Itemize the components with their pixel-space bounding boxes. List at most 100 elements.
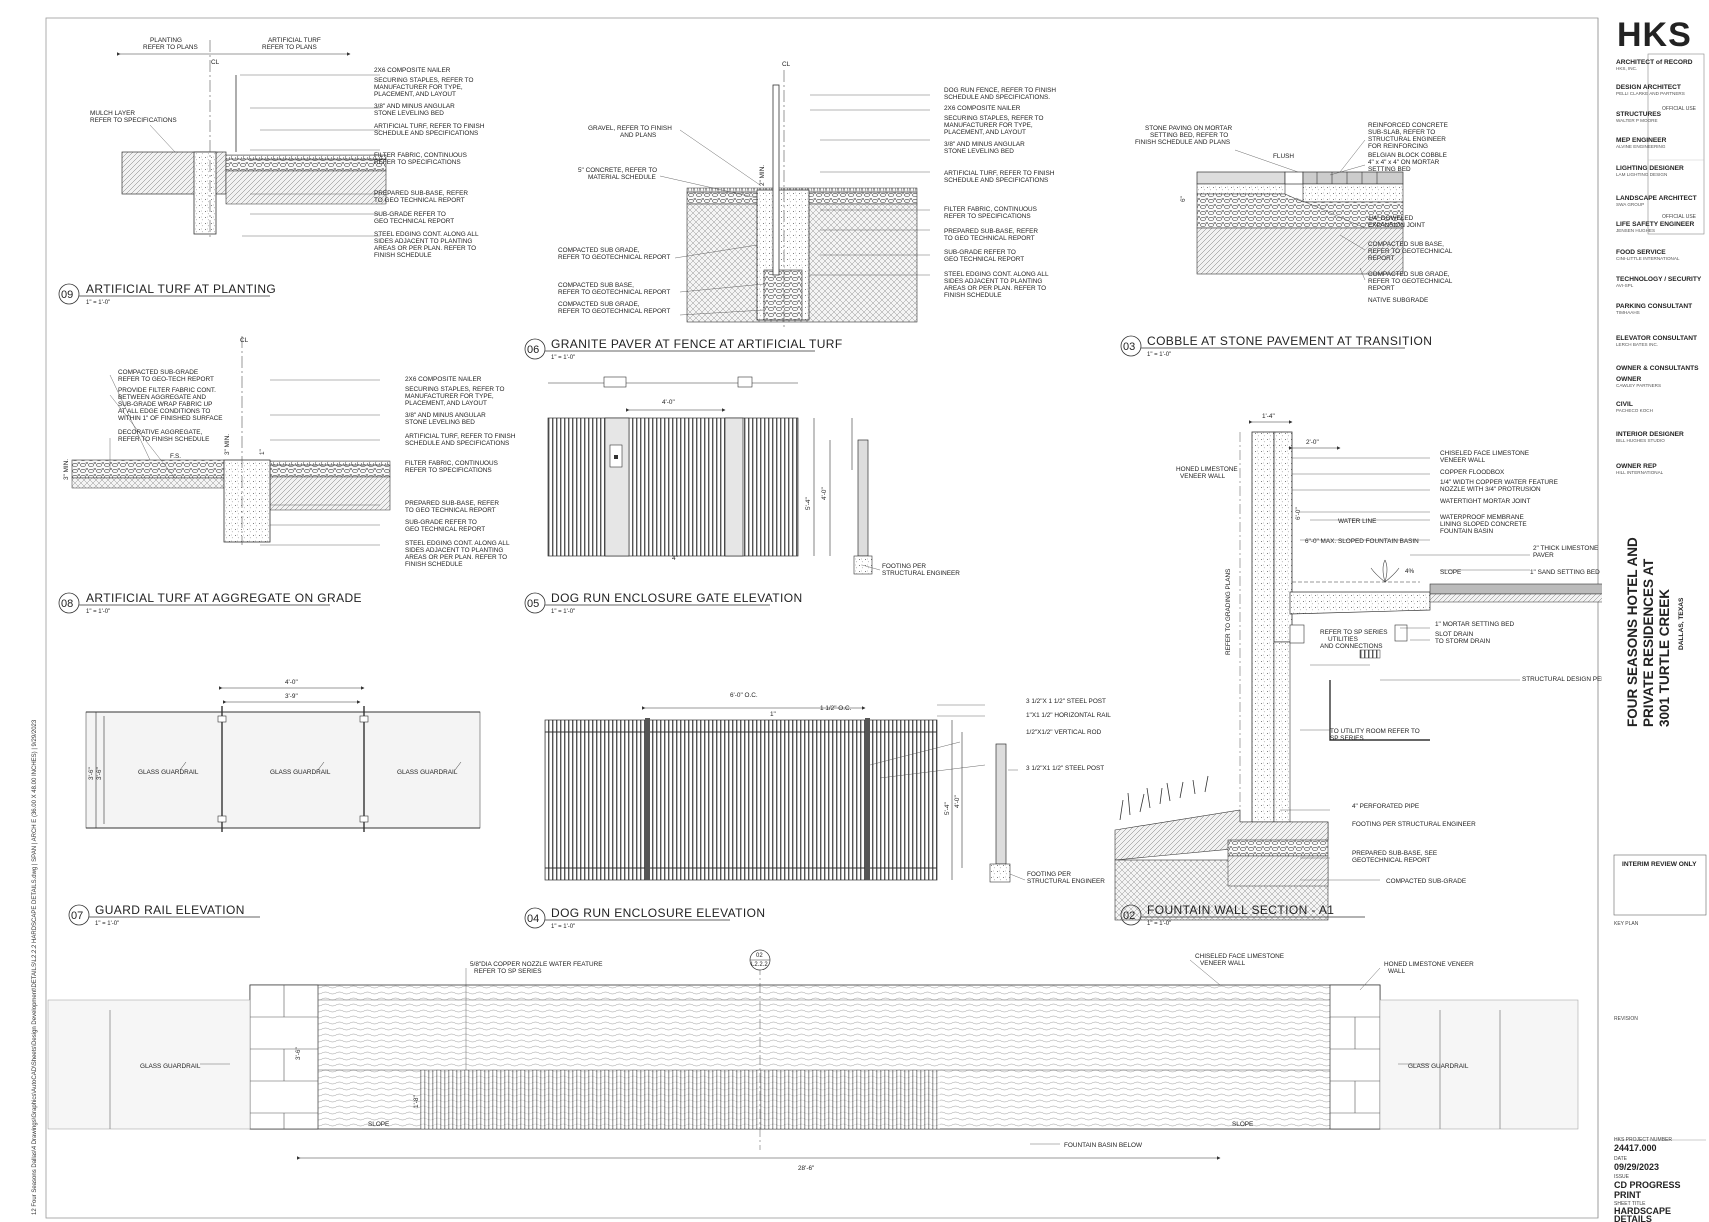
detail-08-title: 08 ARTIFICIAL TURF AT AGGREGATE ON GRADE… [58, 591, 362, 615]
svg-text:FOUR SEASONS HOTEL AND: FOUR SEASONS HOTEL AND [1625, 537, 1640, 727]
d08-right-notes: 2X6 COMPOSITE NAILER SECURING STAPLES, R… [405, 376, 516, 568]
svg-text:1 1/2" O.C.: 1 1/2" O.C. [820, 705, 852, 712]
svg-text:SWA GROUP: SWA GROUP [1616, 202, 1644, 207]
svg-text:02: 02 [1123, 910, 1135, 922]
svg-text:4'-0": 4'-0" [821, 487, 828, 500]
svg-text:ARTIFICIAL TURF, REFER TO FINI: ARTIFICIAL TURF, REFER TO FINISH [944, 170, 1055, 177]
svg-text:1" = 1'-0": 1" = 1'-0" [86, 300, 110, 306]
d08-left-notes: COMPACTED SUB-GRADE REFER TO GEO-TECH RE… [118, 369, 223, 443]
svg-text:REINFORCED CONCRETE: REINFORCED CONCRETE [1368, 122, 1448, 129]
svg-text:1" = 1'-0": 1" = 1'-0" [86, 609, 110, 615]
svg-text:28'-6": 28'-6" [798, 1165, 814, 1172]
svg-text:1" = 1'-0": 1" = 1'-0" [551, 355, 575, 361]
svg-text:PLACEMENT, AND LAYOUT: PLACEMENT, AND LAYOUT [944, 129, 1026, 136]
svg-text:PARKING CONSULTANT: PARKING CONSULTANT [1616, 303, 1692, 310]
svg-text:ALVINE ENGINEERING: ALVINE ENGINEERING [1616, 144, 1666, 149]
svg-text:4'-0": 4'-0" [954, 795, 961, 808]
svg-text:09: 09 [61, 289, 73, 301]
svg-text:STONE LEVELING BED: STONE LEVELING BED [944, 148, 1014, 155]
svg-text:1" MORTAR SETTING BED: 1" MORTAR SETTING BED [1435, 621, 1514, 628]
svg-text:PREPARED SUB-BASE, SEE: PREPARED SUB-BASE, SEE [1352, 850, 1437, 857]
svg-text:PLACEMENT, AND LAYOUT: PLACEMENT, AND LAYOUT [405, 400, 487, 407]
detail-01-drawing [47, 949, 1579, 1160]
svg-text:3/8" AND MINUS ANGULAR: 3/8" AND MINUS ANGULAR [374, 103, 455, 110]
svg-text:LINING SLOPED CONCRETE: LINING SLOPED CONCRETE [1440, 521, 1527, 528]
svg-text:03: 03 [1123, 341, 1135, 353]
svg-text:3/8" AND MINUS ANGULAR: 3/8" AND MINUS ANGULAR [405, 412, 486, 419]
svg-text:DOG RUN ENCLOSURE GATE ELEVATI: DOG RUN ENCLOSURE GATE ELEVATION [551, 591, 803, 605]
svg-text:FINISH SCHEDULE: FINISH SCHEDULE [944, 292, 1002, 299]
svg-text:6'-0" O.C.: 6'-0" O.C. [730, 692, 758, 699]
svg-text:1" = 1'-0": 1" = 1'-0" [1147, 921, 1171, 927]
svg-text:2'-0": 2'-0" [1306, 439, 1319, 446]
svg-text:1" = 1'-0": 1" = 1'-0" [551, 609, 575, 615]
svg-text:REPORT: REPORT [1368, 285, 1395, 292]
svg-text:STONE PAVING ON MORTAR: STONE PAVING ON MORTAR [1145, 125, 1232, 132]
svg-text:SUB-GRADE WRAP FABRIC UP: SUB-GRADE WRAP FABRIC UP [118, 401, 212, 408]
svg-text:SP SERIES: SP SERIES [1330, 735, 1364, 742]
svg-text:06: 06 [527, 344, 539, 356]
svg-text:ARTIFICIAL TURF, REFER TO FINI: ARTIFICIAL TURF, REFER TO FINISH [374, 123, 485, 130]
svg-text:AND PLANS: AND PLANS [620, 132, 656, 139]
svg-text:VENEER WALL: VENEER WALL [1200, 960, 1246, 967]
svg-text:07: 07 [71, 910, 83, 922]
svg-text:GLASS GUARDRAIL: GLASS GUARDRAIL [138, 769, 199, 776]
svg-text:MEP ENGINEER: MEP ENGINEER [1616, 137, 1667, 144]
svg-text:SCHEDULE AND SPECIFICATIONS: SCHEDULE AND SPECIFICATIONS [405, 440, 509, 447]
svg-text:5'-4": 5'-4" [944, 802, 951, 815]
d05-dims: 4'-0" 5'-4" 4'-0" 4" FOOTING PER STRUCTU… [662, 399, 960, 577]
svg-text:ARTIFICIAL TURF, REFER TO FINI: ARTIFICIAL TURF, REFER TO FINISH [405, 433, 516, 440]
svg-text:SCHEDULE AND SPECIFICATIONS.: SCHEDULE AND SPECIFICATIONS. [944, 94, 1050, 101]
svg-text:2X6 COMPOSITE NAILER: 2X6 COMPOSITE NAILER [944, 105, 1021, 112]
svg-text:NATIVE SUBGRADE: NATIVE SUBGRADE [1368, 297, 1428, 304]
svg-text:HKS PROJECT NUMBER: HKS PROJECT NUMBER [1614, 1137, 1672, 1143]
svg-text:FOOD SERVICE: FOOD SERVICE [1616, 249, 1666, 256]
svg-text:SETTING BED: SETTING BED [1368, 166, 1411, 173]
svg-text:REFER TO GEOTECHNICAL REPORT: REFER TO GEOTECHNICAL REPORT [558, 289, 670, 296]
svg-text:STEEL EDGING CONT. ALONG ALL: STEEL EDGING CONT. ALONG ALL [374, 231, 479, 238]
svg-text:AREAS OR PER PLAN. REFER TO: AREAS OR PER PLAN. REFER TO [374, 245, 476, 252]
svg-text:PRIVATE RESIDENCES AT: PRIVATE RESIDENCES AT [1641, 558, 1656, 727]
detail-03-drawing [1196, 139, 1404, 281]
svg-text:TECHNOLOGY / SECURITY: TECHNOLOGY / SECURITY [1616, 276, 1702, 283]
svg-text:LANDSCAPE ARCHITECT: LANDSCAPE ARCHITECT [1616, 195, 1697, 202]
svg-text:LIFE SAFETY ENGINEER: LIFE SAFETY ENGINEER [1616, 221, 1695, 228]
svg-text:DETAILS: DETAILS [1614, 1214, 1652, 1222]
d09-top-3: ARTIFICIAL TURF [268, 37, 321, 44]
d01-labels: 5/8"DIA COPPER NOZZLE WATER FEATURE REFE… [140, 953, 1474, 1172]
svg-text:SUB-SLAB, REFER TO: SUB-SLAB, REFER TO [1368, 129, 1435, 136]
svg-text:SECURING STAPLES, REFER TO: SECURING STAPLES, REFER TO [944, 115, 1043, 122]
svg-text:ARTIFICIAL TURF AT PLANTING: ARTIFICIAL TURF AT PLANTING [86, 282, 276, 296]
svg-text:HILL INTERNATIONAL: HILL INTERNATIONAL [1616, 470, 1664, 475]
svg-text:MANUFACTURER FOR TYPE,: MANUFACTURER FOR TYPE, [374, 84, 463, 91]
svg-text:TO GEO TECHNICAL REPORT: TO GEO TECHNICAL REPORT [374, 197, 465, 204]
svg-text:ARTIFICIAL TURF AT AGGREGATE O: ARTIFICIAL TURF AT AGGREGATE ON GRADE [86, 591, 362, 605]
svg-text:TO GEO TECHNICAL REPORT: TO GEO TECHNICAL REPORT [405, 507, 496, 514]
svg-text:STRUCTURAL ENGINEER: STRUCTURAL ENGINEER [1027, 878, 1105, 885]
svg-text:SECURING STAPLES, REFER TO: SECURING STAPLES, REFER TO [374, 77, 473, 84]
svg-text:REFER TO SP SERIES: REFER TO SP SERIES [1320, 629, 1387, 636]
svg-text:COMPACTED SUB GRADE,: COMPACTED SUB GRADE, [1368, 271, 1450, 278]
svg-text:SCHEDULE AND SPECIFICATIONS: SCHEDULE AND SPECIFICATIONS [374, 130, 478, 137]
detail-09-title: 09 ARTIFICIAL TURF AT PLANTING 1" = 1'-0… [58, 282, 276, 306]
d07-labels: 4'-0" 3'-9" GLASS GUARDRAIL GLASS GUARDR… [88, 679, 458, 780]
svg-text:SECURING STAPLES, REFER TO: SECURING STAPLES, REFER TO [405, 386, 504, 393]
svg-text:1'-8": 1'-8" [413, 1095, 420, 1108]
svg-text:4": 4" [672, 555, 678, 562]
svg-text:02: 02 [756, 953, 763, 959]
svg-text:REFER TO GRADING PLANS: REFER TO GRADING PLANS [1225, 569, 1232, 655]
svg-text:PELLI CLARKE AND PARTNERS: PELLI CLARKE AND PARTNERS [1616, 91, 1685, 96]
svg-text:REFER TO GEOTECHNICAL REPORT: REFER TO GEOTECHNICAL REPORT [558, 254, 670, 261]
d09-top-4: REFER TO PLANS [262, 44, 317, 51]
svg-text:PREPARED SUB-BASE, REFER: PREPARED SUB-BASE, REFER [944, 228, 1038, 235]
d09-left-1: MULCH LAYER [90, 110, 135, 117]
svg-text:GLASS GUARDRAIL: GLASS GUARDRAIL [397, 769, 458, 776]
svg-text:AREAS OR PER PLAN. REFER TO: AREAS OR PER PLAN. REFER TO [405, 554, 507, 561]
d08-1in: 1" [259, 449, 266, 455]
svg-text:WALL: WALL [1388, 968, 1406, 975]
svg-text:COMPACTED SUB GRADE,: COMPACTED SUB GRADE, [558, 301, 640, 308]
d06-min: 2" MIN. [759, 165, 766, 186]
svg-text:3 1/2"X 1 1/2" STEEL POST: 3 1/2"X 1 1/2" STEEL POST [1026, 698, 1106, 705]
svg-text:1/4" WIDTH COPPER WATER FEATUR: 1/4" WIDTH COPPER WATER FEATURE [1440, 479, 1558, 486]
svg-text:1" = 1'-0": 1" = 1'-0" [551, 924, 575, 930]
